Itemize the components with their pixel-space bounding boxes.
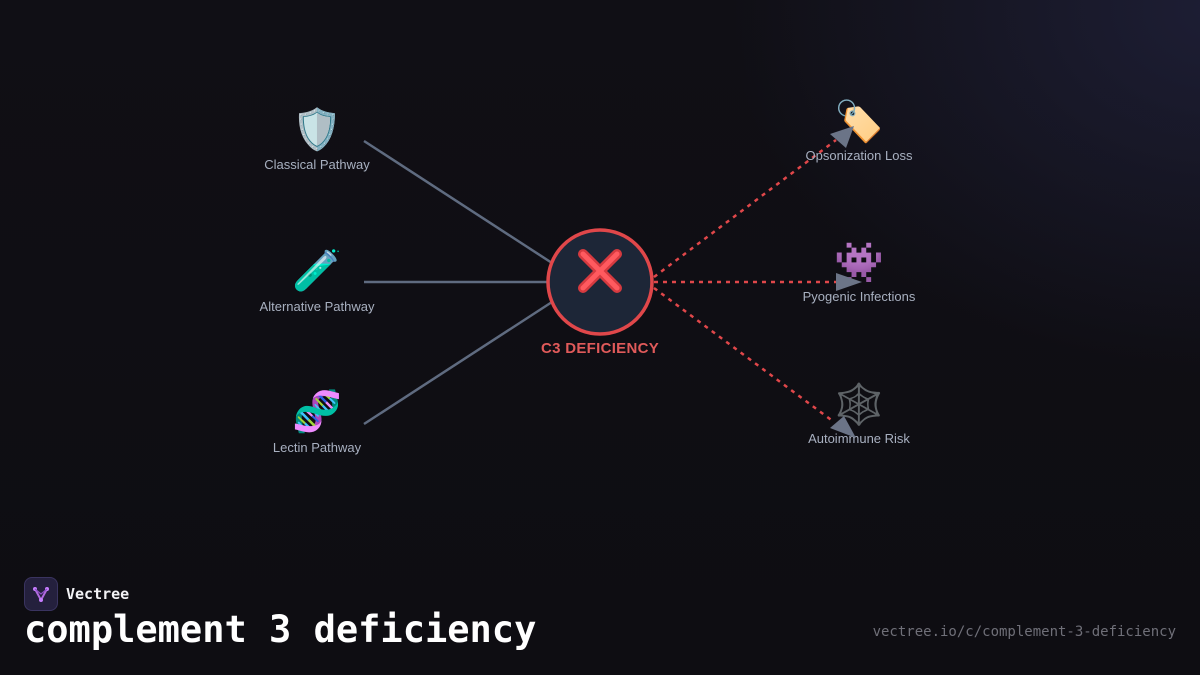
node-alternative: 🧪 Alternative Pathway (260, 248, 375, 314)
node-opsonization: 🏷️ Opsonization Loss (806, 98, 913, 163)
cross-mark-icon (578, 249, 622, 293)
node-pyogenic: 👾 Pyogenic Infections (803, 240, 916, 304)
arrowhead-opsonization (830, 126, 854, 148)
edge-center-to-opsonization (653, 139, 837, 278)
node-label-lectin: Lectin Pathway (273, 440, 362, 455)
edge-classical-to-center (363, 139, 553, 265)
shield-icon: 🛡️ (292, 106, 342, 153)
brand: Vectree (24, 577, 129, 611)
center-node: C3 DEFICIENCY (541, 228, 659, 357)
page-url[interactable]: vectree.io/c/complement-3-deficiency (872, 624, 1176, 640)
vectree-logo-icon (24, 577, 58, 611)
brand-name: Vectree (66, 585, 130, 603)
arrowhead-pyogenic (836, 273, 862, 291)
node-label-opsonization: Opsonization Loss (806, 148, 913, 163)
center-circle (546, 228, 654, 336)
node-classical: 🛡️ Classical Pathway (264, 106, 370, 172)
node-label-pyogenic: Pyogenic Infections (803, 289, 916, 304)
center-label: C3 DEFICIENCY (541, 340, 659, 357)
arrowhead-autoimmune (830, 416, 856, 438)
page-title: complement 3 deficiency (24, 608, 537, 651)
edge-center-to-autoimmune (653, 286, 835, 424)
edge-lectin-to-center (363, 300, 553, 426)
test-tube-icon: 🧪 (292, 248, 342, 294)
node-label-alternative: Alternative Pathway (260, 299, 375, 314)
dna-icon: 🧬 (292, 387, 342, 435)
node-label-classical: Classical Pathway (264, 157, 370, 172)
node-lectin: 🧬 Lectin Pathway (273, 387, 362, 455)
node-label-autoimmune: Autoimmune Risk (808, 431, 910, 446)
